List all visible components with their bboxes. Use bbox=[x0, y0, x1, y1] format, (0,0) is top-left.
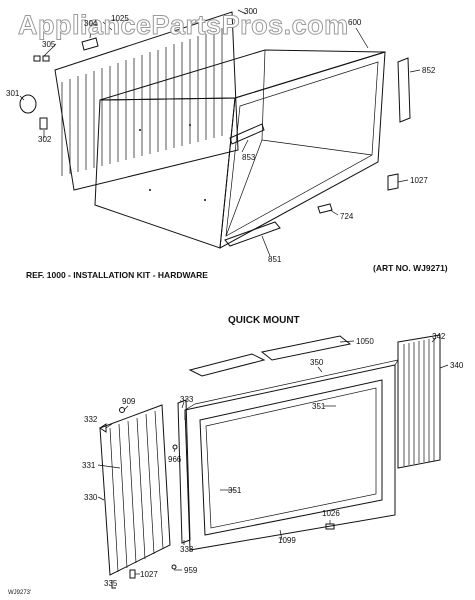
knob-301 bbox=[19, 94, 37, 114]
rail-333 bbox=[177, 399, 191, 544]
label-332: 332 bbox=[84, 415, 98, 424]
label-1025: 1025 bbox=[111, 14, 129, 23]
part-304 bbox=[81, 37, 99, 51]
label-302: 302 bbox=[38, 135, 52, 144]
bracket-1027-top bbox=[387, 173, 399, 191]
label-959: 959 bbox=[184, 566, 198, 575]
rail-851 bbox=[224, 221, 281, 247]
part-305 bbox=[33, 55, 50, 62]
label-350: 350 bbox=[310, 358, 324, 367]
leader-lines-bottom bbox=[97, 337, 449, 575]
label-340: 340 bbox=[450, 361, 464, 370]
label-333-bottom: 333 bbox=[180, 545, 194, 554]
leader-lines-top bbox=[19, 9, 421, 257]
foam-block-1050-left bbox=[188, 353, 266, 377]
foam-block-1050-right bbox=[260, 335, 352, 361]
part-335 bbox=[111, 580, 116, 589]
section-title: QUICK MOUNT bbox=[228, 315, 300, 326]
screw-966 bbox=[172, 444, 178, 450]
label-335: 335 bbox=[104, 579, 118, 588]
art-number: (ART NO. WJ9271) bbox=[373, 263, 448, 273]
label-852: 852 bbox=[422, 66, 436, 75]
part-302 bbox=[39, 117, 48, 130]
watermark: AppliancePartsPros.com bbox=[18, 10, 349, 40]
label-1099: 1099 bbox=[278, 536, 296, 545]
label-1027-bottom: 1027 bbox=[140, 570, 158, 579]
label-600: 600 bbox=[348, 18, 362, 27]
cabinet-case-600 bbox=[94, 49, 386, 249]
label-851: 851 bbox=[268, 255, 282, 264]
label-305: 305 bbox=[42, 40, 56, 49]
label-1026: 1026 bbox=[322, 509, 340, 518]
label-342: 342 bbox=[432, 332, 446, 341]
label-351-left: 351 bbox=[228, 486, 242, 495]
main-frame-1099 bbox=[184, 359, 399, 551]
left-panel-330 bbox=[99, 404, 171, 576]
label-330: 330 bbox=[84, 493, 98, 502]
label-724: 724 bbox=[340, 212, 354, 221]
label-331: 331 bbox=[82, 461, 96, 470]
label-304: 304 bbox=[84, 19, 98, 28]
screw-959 bbox=[171, 564, 177, 570]
label-351-right: 351 bbox=[312, 402, 326, 411]
label-909: 909 bbox=[122, 397, 136, 406]
right-panel-340 bbox=[397, 334, 441, 469]
screw-909 bbox=[119, 407, 125, 413]
label-853: 853 bbox=[242, 153, 256, 162]
label-301: 301 bbox=[6, 89, 20, 98]
clip-724 bbox=[317, 203, 333, 214]
bracket-1027-bottom bbox=[129, 569, 136, 579]
rear-panel-1025 bbox=[54, 11, 239, 191]
label-966: 966 bbox=[168, 455, 182, 464]
label-333-top: 333 bbox=[180, 395, 194, 404]
label-1027-top: 1027 bbox=[410, 176, 428, 185]
channel-852 bbox=[397, 57, 411, 123]
label-300: 300 bbox=[244, 7, 258, 16]
bottom-code: WJ9273' bbox=[8, 590, 31, 596]
top-caption: REF. 1000 - INSTALLATION KIT - HARDWARE bbox=[26, 270, 208, 280]
label-1050: 1050 bbox=[356, 337, 374, 346]
